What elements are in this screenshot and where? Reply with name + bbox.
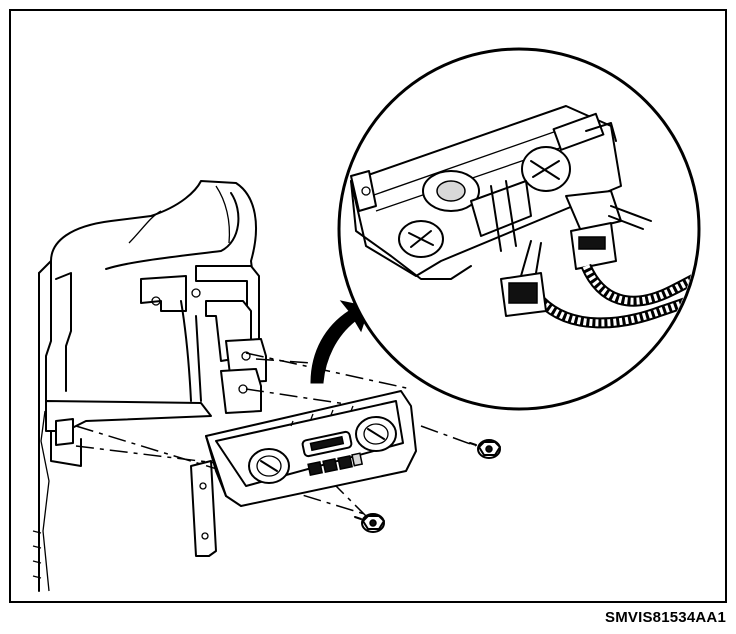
left-control-knob	[248, 448, 290, 484]
mounting-screw-lower	[354, 513, 385, 533]
center-buttons	[301, 430, 364, 477]
hvac-control-head	[205, 390, 417, 507]
mounting-screw-right	[469, 439, 501, 459]
diagram-frame	[9, 9, 727, 603]
diagram-artwork	[32, 47, 701, 592]
right-control-knob	[355, 416, 397, 452]
detail-magnifier	[337, 47, 701, 411]
instrument-panel-structure	[32, 180, 267, 592]
figure-code: SMVIS81534AA1	[605, 609, 726, 626]
